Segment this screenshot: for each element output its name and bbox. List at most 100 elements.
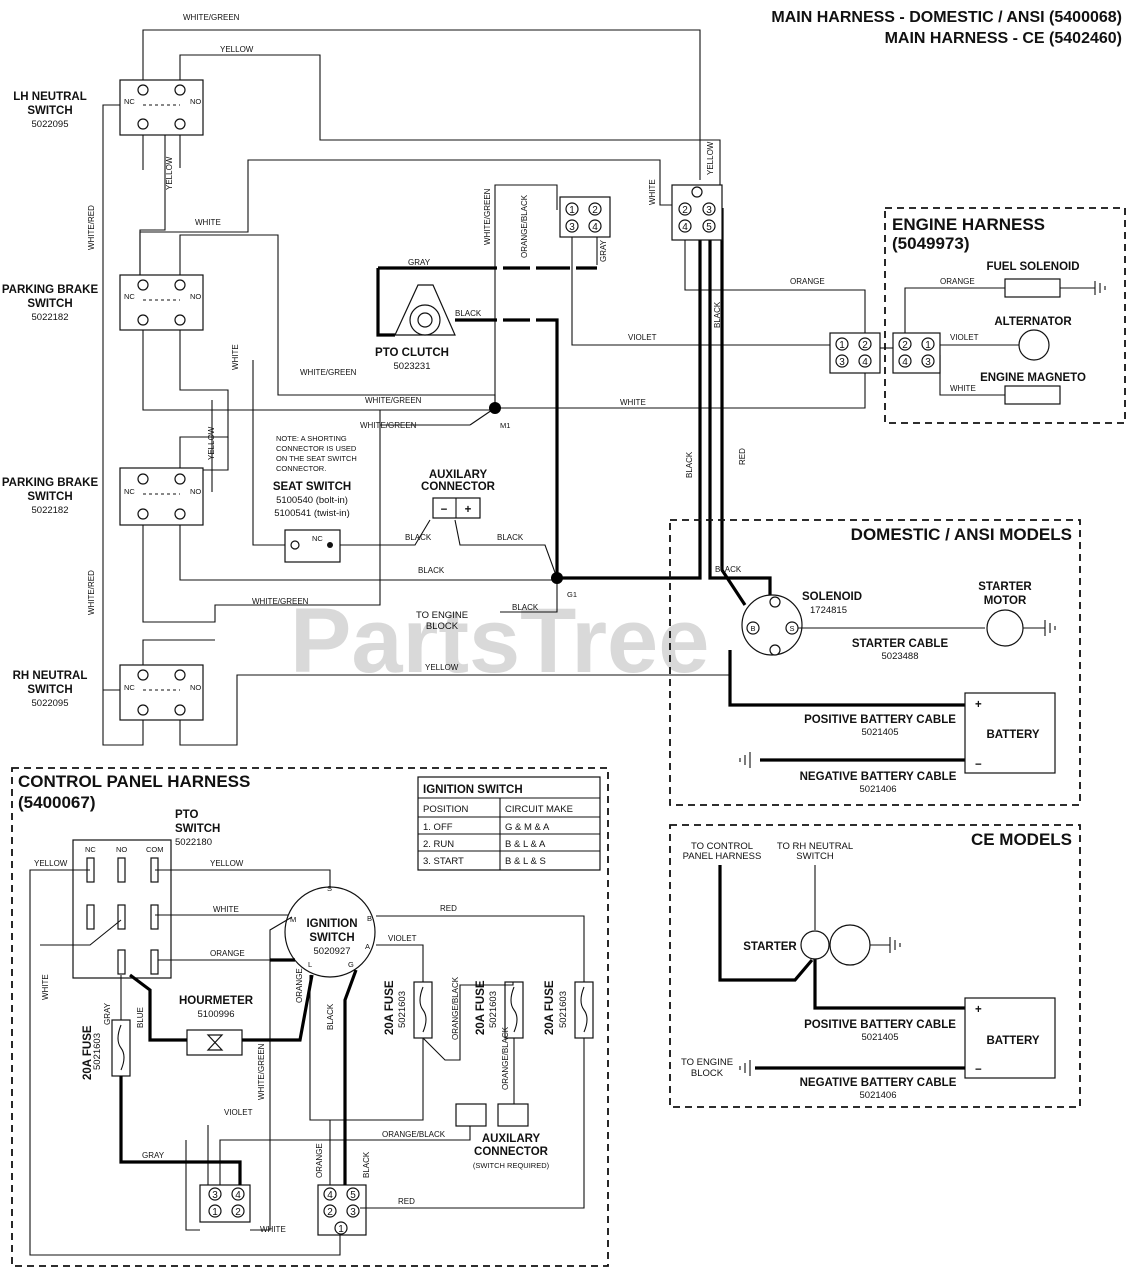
svg-text:1. OFF: 1. OFF <box>423 822 453 833</box>
svg-text:ON THE SEAT SWITCH: ON THE SEAT SWITCH <box>276 454 357 463</box>
svg-text:3: 3 <box>839 357 845 368</box>
svg-text:ORANGE: ORANGE <box>210 949 245 958</box>
svg-text:BLACK: BLACK <box>685 451 694 478</box>
svg-text:STARTER: STARTER <box>978 581 1032 593</box>
svg-text:BLUE: BLUE <box>136 1007 145 1028</box>
svg-text:TO ENGINE: TO ENGINE <box>681 1057 733 1068</box>
svg-text:(5049973): (5049973) <box>892 234 970 253</box>
svg-text:AUXILARY: AUXILARY <box>429 469 488 481</box>
svg-text:5023488: 5023488 <box>882 651 919 662</box>
svg-text:YELLOW: YELLOW <box>425 663 459 672</box>
svg-text:BLACK: BLACK <box>497 533 524 542</box>
svg-text:TO RH NEUTRAL: TO RH NEUTRAL <box>777 841 853 852</box>
svg-text:B: B <box>750 624 755 633</box>
svg-text:NO: NO <box>190 97 201 106</box>
svg-text:RH NEUTRAL: RH NEUTRAL <box>13 670 88 682</box>
svg-text:ORANGE/BLACK: ORANGE/BLACK <box>501 1026 510 1090</box>
svg-text:CONNECTOR: CONNECTOR <box>474 1146 549 1158</box>
title-line-2: MAIN HARNESS - CE (5402460) <box>885 30 1122 47</box>
svg-text:NC: NC <box>124 683 135 692</box>
svg-text:PARKING BRAKE: PARKING BRAKE <box>2 284 99 296</box>
ce-models-section: CE MODELS TO CONTROL PANEL HARNESS TO RH… <box>669 824 1081 1108</box>
svg-text:5021603: 5021603 <box>92 1033 103 1070</box>
svg-text:TO ENGINE: TO ENGINE <box>416 610 468 621</box>
svg-text:MOTOR: MOTOR <box>984 595 1027 607</box>
svg-text:GRAY: GRAY <box>103 1002 112 1025</box>
svg-text:3: 3 <box>212 1190 218 1201</box>
svg-text:VIOLET: VIOLET <box>224 1108 253 1117</box>
svg-text:5022095: 5022095 <box>32 119 69 130</box>
svg-text:2: 2 <box>235 1207 241 1218</box>
svg-text:B & L & S: B & L & S <box>505 856 546 867</box>
svg-text:5021405: 5021405 <box>862 727 899 738</box>
svg-text:G: G <box>348 960 354 969</box>
connector-5pin: 2 3 4 5 <box>671 184 723 241</box>
svg-text:5022182: 5022182 <box>32 505 69 516</box>
svg-text:YELLOW: YELLOW <box>165 156 174 190</box>
ground-icon <box>739 752 751 768</box>
svg-text:YELLOW: YELLOW <box>706 141 715 175</box>
control-panel-wire-labels: YELLOW YELLOW WHITE ORANGE RED VIOLET VI… <box>34 859 510 1234</box>
svg-text:NO: NO <box>190 683 201 692</box>
svg-text:LH NEUTRAL: LH NEUTRAL <box>13 91 86 103</box>
svg-text:5022095: 5022095 <box>32 698 69 709</box>
svg-text:4: 4 <box>592 222 598 233</box>
svg-text:HOURMETER: HOURMETER <box>179 995 254 1007</box>
ground-icon <box>739 1060 751 1076</box>
svg-text:2: 2 <box>327 1207 333 1218</box>
svg-text:NC: NC <box>124 292 135 301</box>
svg-text:ENGINE HARNESS: ENGINE HARNESS <box>892 215 1045 234</box>
svg-text:POSITION: POSITION <box>423 804 469 815</box>
svg-text:CIRCUIT MAKE: CIRCUIT MAKE <box>505 804 573 815</box>
svg-text:3: 3 <box>569 222 575 233</box>
svg-text:2: 2 <box>592 205 598 216</box>
svg-text:5022182: 5022182 <box>32 312 69 323</box>
svg-text:S: S <box>327 884 332 893</box>
svg-text:5: 5 <box>350 1190 356 1201</box>
svg-text:NC: NC <box>124 97 135 106</box>
svg-text:STARTER: STARTER <box>743 941 797 953</box>
svg-text:ORANGE/BLACK: ORANGE/BLACK <box>382 1130 446 1139</box>
svg-text:POSITIVE BATTERY CABLE: POSITIVE BATTERY CABLE <box>804 1019 956 1031</box>
svg-text:5100996: 5100996 <box>198 1009 235 1020</box>
svg-text:1: 1 <box>338 1224 344 1235</box>
svg-text:PARKING BRAKE: PARKING BRAKE <box>2 477 99 489</box>
svg-text:CONTROL PANEL HARNESS: CONTROL PANEL HARNESS <box>18 772 250 791</box>
svg-text:WHITE/GREEN: WHITE/GREEN <box>257 1043 266 1100</box>
svg-text:GRAY: GRAY <box>408 258 431 267</box>
svg-text:NC: NC <box>85 845 96 854</box>
svg-text:−: − <box>975 1064 982 1076</box>
pto-clutch: PTO CLUTCH 5023231 <box>375 284 456 372</box>
svg-text:ORANGE: ORANGE <box>940 277 975 286</box>
svg-text:(5400067): (5400067) <box>18 793 96 812</box>
svg-text:4: 4 <box>682 222 688 233</box>
svg-text:CONNECTOR: CONNECTOR <box>421 481 496 493</box>
svg-text:BLACK: BLACK <box>326 1003 335 1030</box>
svg-text:WHITE/RED: WHITE/RED <box>87 205 96 250</box>
svg-text:TO CONTROL: TO CONTROL <box>691 841 753 852</box>
svg-text:BLACK: BLACK <box>418 566 445 575</box>
svg-text:+: + <box>975 1004 982 1016</box>
svg-text:WHITE/GREEN: WHITE/GREEN <box>483 188 492 245</box>
svg-text:3: 3 <box>350 1207 356 1218</box>
svg-text:B: B <box>367 914 372 923</box>
svg-text:PTO CLUTCH: PTO CLUTCH <box>375 347 449 359</box>
svg-text:BLACK: BLACK <box>512 603 539 612</box>
svg-text:4: 4 <box>235 1190 241 1201</box>
main-harness-bold-wires <box>376 208 965 762</box>
svg-text:WHITE/RED: WHITE/RED <box>87 570 96 615</box>
svg-text:ENGINE MAGNETO: ENGINE MAGNETO <box>980 372 1086 384</box>
svg-text:5021406: 5021406 <box>860 784 897 795</box>
svg-text:WHITE/GREEN: WHITE/GREEN <box>365 396 422 405</box>
svg-text:PTO: PTO <box>175 809 198 821</box>
svg-text:SEAT SWITCH: SEAT SWITCH <box>273 481 351 493</box>
svg-text:BATTERY: BATTERY <box>986 1035 1039 1047</box>
svg-text:WHITE/GREEN: WHITE/GREEN <box>360 421 417 430</box>
svg-text:BATTERY: BATTERY <box>986 729 1039 741</box>
title-line-1: MAIN HARNESS - DOMESTIC / ANSI (5400068) <box>771 9 1122 26</box>
svg-text:1: 1 <box>925 340 931 351</box>
svg-text:5021405: 5021405 <box>862 1032 899 1043</box>
connector-top-4pin: 1 2 3 4 <box>559 196 611 238</box>
main-wire-labels: WHITE/GREEN YELLOW WHITE WHITE/GREEN WHI… <box>87 13 979 672</box>
